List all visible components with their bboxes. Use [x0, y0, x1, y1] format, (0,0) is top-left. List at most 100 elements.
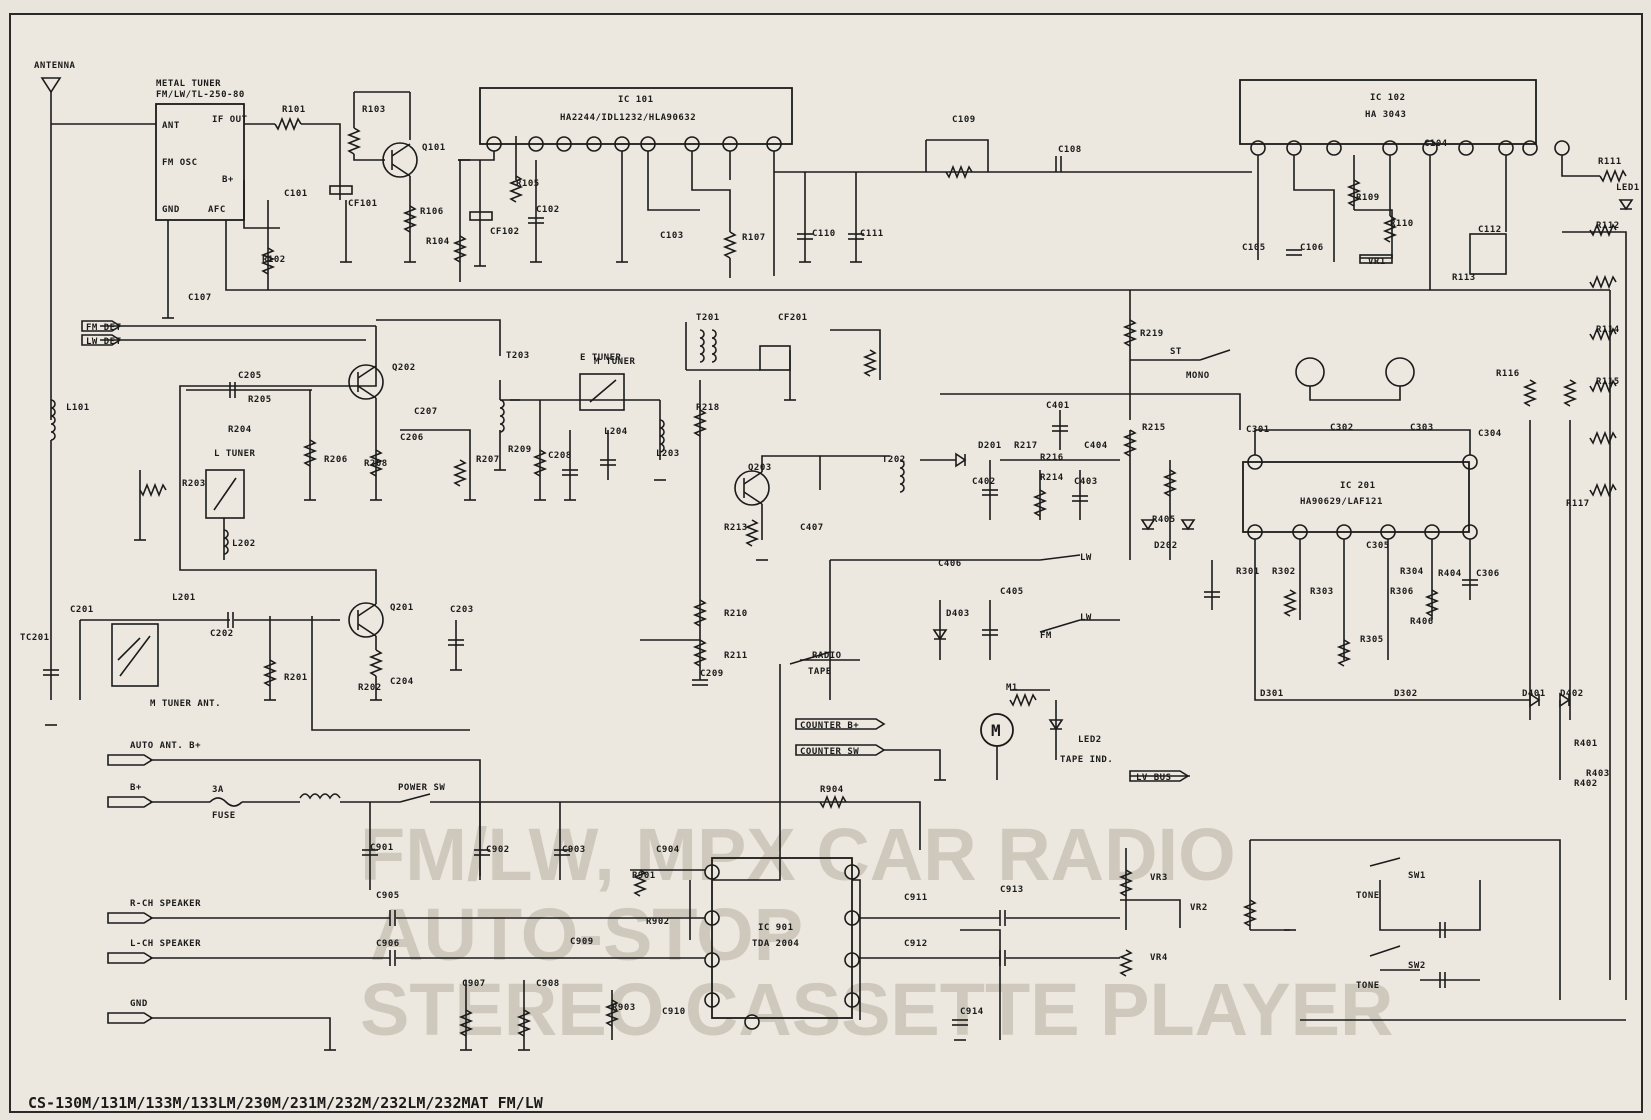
component-label-c-302: C302 — [1330, 423, 1354, 433]
component-label-r-402: R402 — [1574, 779, 1598, 789]
wire — [353, 154, 385, 161]
component-label-d-302: D302 — [1394, 689, 1418, 699]
component-label-d-402: D402 — [1560, 689, 1584, 699]
connector-label-r-spk: R-CH SPEAKER — [130, 899, 201, 909]
component-label-r-903: R903 — [612, 1003, 636, 1013]
watermark-line-3: STEREO CASSETTE PLAYER — [360, 968, 1393, 1051]
component-label-r-305: R305 — [1360, 635, 1384, 645]
ic-901-ref: IC 901 — [758, 923, 794, 933]
resistor — [260, 247, 276, 275]
inductor — [659, 419, 665, 453]
component-label-lw2: LW — [1080, 613, 1092, 623]
resistor — [1122, 429, 1138, 457]
diode — [1529, 692, 1541, 708]
wire — [761, 455, 821, 490]
resistor — [945, 164, 973, 180]
component-label-r-207: R207 — [476, 455, 500, 465]
wire — [1293, 155, 1335, 262]
component-label-c-101: C101 — [284, 189, 308, 199]
diode — [932, 629, 948, 641]
wire — [179, 366, 377, 604]
connector-plug — [107, 796, 154, 808]
component-label-r-217: R217 — [1014, 441, 1038, 451]
varicap-box — [579, 373, 625, 411]
component-label-fuse-val: 3A — [212, 785, 224, 795]
resistor — [1599, 168, 1627, 184]
ic-901-part: TDA 2004 — [752, 939, 799, 949]
component-label-r-214: R214 — [1040, 473, 1064, 483]
component-label-tuner4: E TUNER — [580, 353, 622, 363]
component-label-tc-1: TC201 — [20, 633, 50, 643]
component-label-tone2: TONE — [1356, 981, 1380, 991]
component-label-l-202: L202 — [232, 539, 256, 549]
inductor — [223, 529, 229, 555]
wire — [1254, 429, 1471, 455]
component-label-sw-2: SW2 — [1408, 961, 1426, 971]
component-label-c-102: C102 — [536, 205, 560, 215]
ic-101-part: HA2244/IDL1232/HLA90632 — [560, 113, 696, 123]
tuner-gnd: GND — [162, 205, 180, 215]
resistor — [1589, 274, 1617, 290]
component-label-c-913: C913 — [1000, 885, 1024, 895]
tuner-fmosc: FM OSC — [162, 158, 198, 168]
wire — [712, 664, 781, 881]
component-label-r-406: R406 — [1410, 617, 1434, 627]
component-label-r-211: R211 — [724, 651, 748, 661]
component-label-vr-3: VR3 — [1150, 873, 1168, 883]
component-label-r-902: R902 — [646, 917, 670, 927]
wire — [150, 1017, 331, 1050]
wire — [940, 393, 1241, 430]
component-label-d-403: D403 — [946, 609, 970, 619]
motor-letter: M — [991, 721, 1001, 740]
ic-pin — [1554, 140, 1570, 156]
component-label-c-203: C203 — [450, 605, 474, 615]
wire — [830, 329, 881, 380]
transistor-collector — [357, 603, 377, 617]
component-label-q-202: Q202 — [392, 363, 416, 373]
component-label-t-203: T203 — [506, 351, 530, 361]
component-label-d-201: D201 — [978, 441, 1002, 451]
component-label-radio: RADIO — [812, 651, 842, 661]
component-label-c-901: C901 — [370, 843, 394, 853]
transistor-emitter — [743, 491, 763, 505]
wire — [1410, 880, 1481, 931]
component-label-r-102: R102 — [262, 255, 286, 265]
component-label-r-206: R206 — [324, 455, 348, 465]
resistor — [692, 639, 708, 667]
component-label-fuse: FUSE — [212, 811, 236, 821]
transistor-emitter — [391, 163, 411, 177]
component-label-c-906: C906 — [376, 939, 400, 949]
resistor — [1589, 482, 1617, 498]
component-label-c-402: C402 — [972, 477, 996, 487]
connector-label-counter1: COUNTER B+ — [800, 721, 859, 731]
watermark-line-1: FM/LW, MPX CAR RADIO — [360, 813, 1236, 896]
component-label-tone1: TONE — [1356, 891, 1380, 901]
inductor — [699, 329, 705, 363]
component-label-m-1: M1 — [1006, 683, 1018, 693]
component-label-cf-201: CF201 — [778, 313, 808, 323]
component-label-c-301: C301 — [1246, 425, 1270, 435]
tuner-b: B+ — [222, 175, 234, 185]
resistor — [516, 1009, 532, 1037]
resistor — [402, 205, 418, 233]
resistor — [458, 1009, 474, 1037]
component-label-r-103: R103 — [362, 105, 386, 115]
switch-blade — [1039, 619, 1081, 633]
component-label-c-201: C201 — [70, 605, 94, 615]
component-label-r-104: R104 — [426, 237, 450, 247]
component-label-d-301: D301 — [1260, 689, 1284, 699]
connector-label-counter2: COUNTER SW — [800, 747, 859, 757]
tone-switch-blade — [1369, 857, 1401, 867]
power-switch-blade — [399, 793, 431, 803]
ic-pin — [744, 1014, 760, 1030]
connector-label-lv-bus: LV BUS — [1136, 773, 1172, 783]
resistor — [692, 599, 708, 627]
component-label-c-902: C902 — [486, 845, 510, 855]
wire — [311, 616, 470, 731]
wire — [376, 319, 501, 356]
connector-label-l-spk: L-CH SPEAKER — [130, 939, 201, 949]
component-label-tuner-ant2: M TUNER ANT. — [150, 699, 221, 709]
component-label-r-106: R106 — [420, 207, 444, 217]
resistor — [1242, 899, 1258, 927]
component-label-c-407: C407 — [800, 523, 824, 533]
